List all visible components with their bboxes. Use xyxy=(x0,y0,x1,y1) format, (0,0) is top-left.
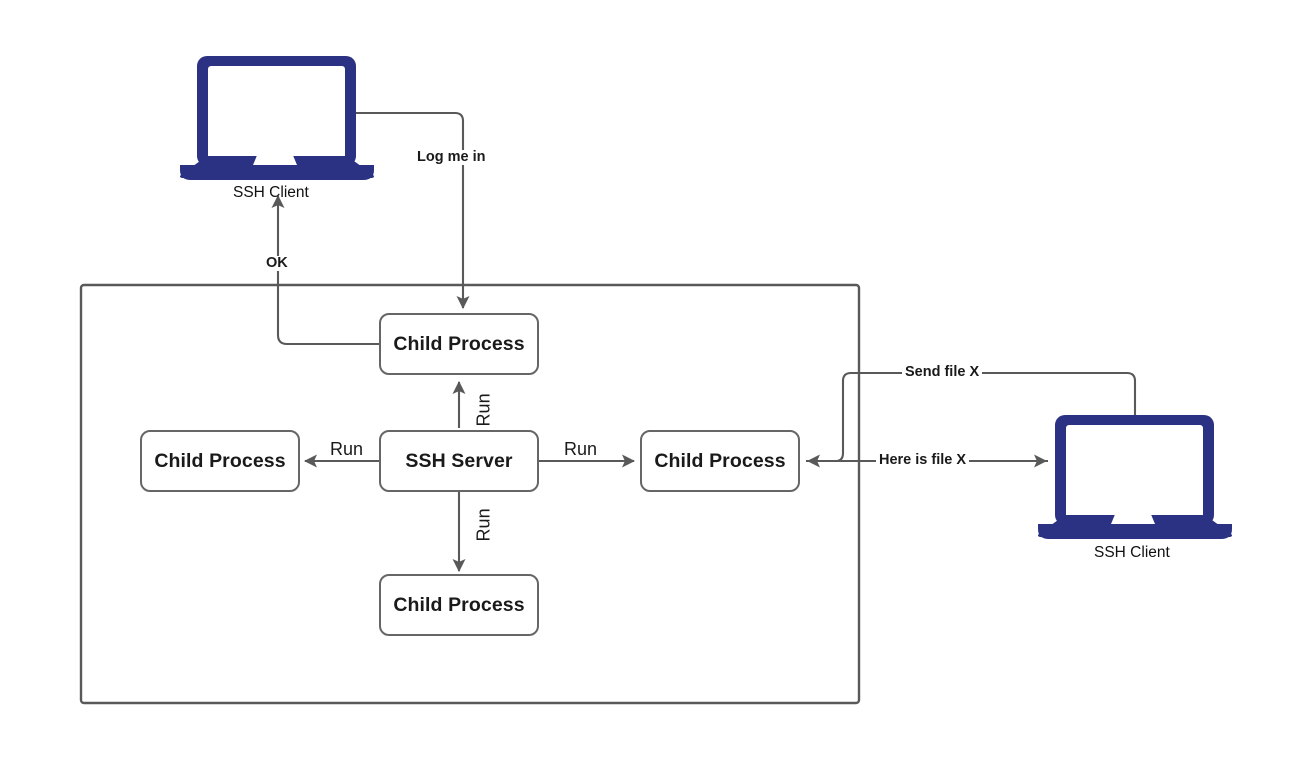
node-label: Child Process xyxy=(393,332,525,355)
edge-label-run-up: Run xyxy=(474,384,494,429)
node-label: Child Process xyxy=(654,449,786,472)
edge-label-send-file-x: Send file X xyxy=(902,364,983,381)
edge-label-log-me-in: Log me in xyxy=(414,149,489,166)
node-label: SSH Server xyxy=(405,449,513,472)
edge-label-ok: OK xyxy=(263,255,291,272)
node-child-process-left[interactable]: Child Process xyxy=(140,430,300,492)
node-label: Child Process xyxy=(154,449,286,472)
node-child-process-top[interactable]: Child Process xyxy=(379,313,539,375)
connector-send-file-x xyxy=(806,371,1137,463)
edge-label-run-left: Run xyxy=(327,440,367,459)
node-child-process-bottom[interactable]: Child Process xyxy=(379,574,539,636)
node-ssh-server[interactable]: SSH Server xyxy=(379,430,539,492)
device-label-ssh-client-right: SSH Client xyxy=(1094,544,1170,561)
edge-label-here-is-file-x: Here is file X xyxy=(876,452,970,469)
connector-ok xyxy=(271,194,379,346)
edge-label-run-down: Run xyxy=(474,499,494,544)
device-label-ssh-client-top: SSH Client xyxy=(233,184,309,201)
laptop-icon-right xyxy=(1038,415,1232,539)
edge-label-run-right: Run xyxy=(561,440,601,459)
node-label: Child Process xyxy=(393,593,525,616)
node-child-process-right[interactable]: Child Process xyxy=(640,430,800,492)
connector-log-me-in xyxy=(356,111,470,310)
host-boundary-rect xyxy=(79,283,861,705)
laptop-icon-top xyxy=(180,56,374,180)
